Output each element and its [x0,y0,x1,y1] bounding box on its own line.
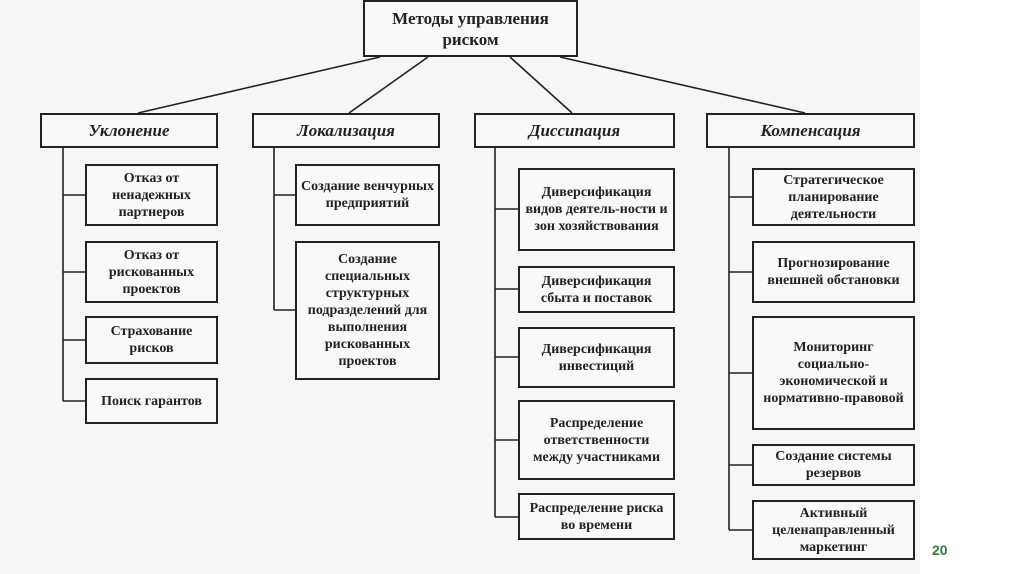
method-node: Создание специальных структурных подразд… [295,241,440,380]
category-localization: Локализация [252,113,440,148]
method-node: Распределение риска во времени [518,493,675,540]
method-node: Мониторинг социально-экономической и нор… [752,316,915,430]
method-node: Диверсификация сбыта и поставок [518,266,675,313]
method-node: Диверсификация инвестиций [518,327,675,388]
category-dissipation: Диссипация [474,113,675,148]
method-node: Активный целенаправленный маркетинг [752,500,915,560]
method-node: Отказ от рискованных проектов [85,241,218,303]
category-compensation: Компенсация [706,113,915,148]
method-node: Создание венчурных предприятий [295,164,440,226]
root-node: Методы управления риском [363,0,578,57]
page-number: 20 [932,542,948,558]
category-avoidance: Уклонение [40,113,218,148]
connector-lines [62,56,806,531]
method-node: Диверсификация видов деятель-ности и зон… [518,168,675,251]
method-node: Распределение ответственности между учас… [518,400,675,480]
method-node: Отказ от ненадежных партнеров [85,164,218,226]
method-node: Поиск гарантов [85,378,218,424]
method-node: Стратегическое планирование деятельности [752,168,915,226]
method-node: Прогнозирование внешней обстановки [752,241,915,303]
method-node: Страхование рисков [85,316,218,364]
diagram-canvas: Методы управления риском Уклонение Локал… [40,0,915,560]
method-node: Создание системы резервов [752,444,915,486]
